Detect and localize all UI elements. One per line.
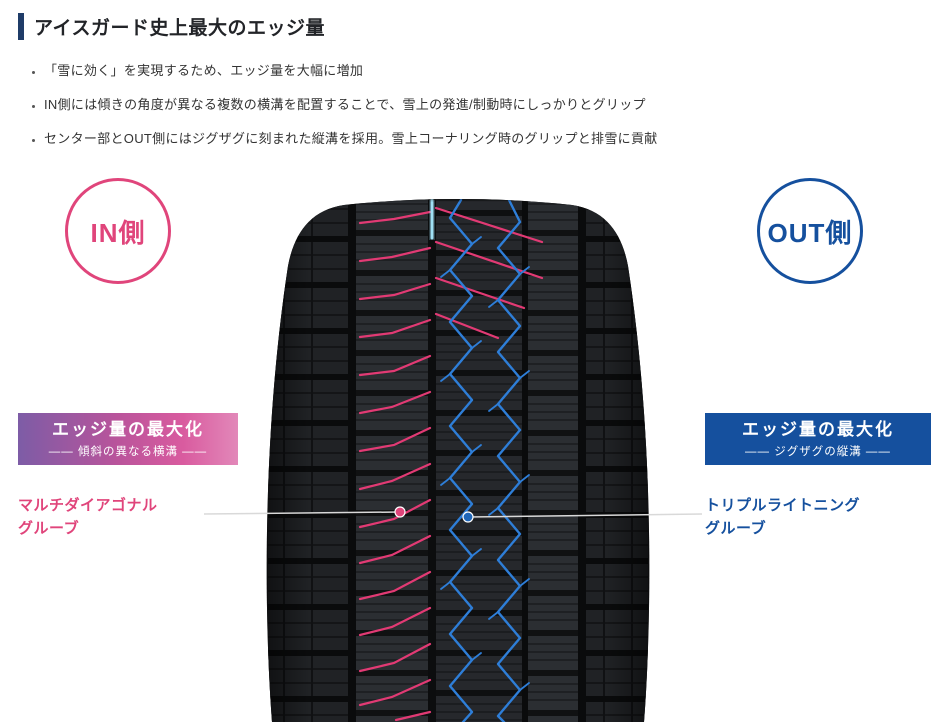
right-banner-subtitle: ―― ジグザグの縦溝 ―― bbox=[745, 446, 891, 459]
bullet-item: 「雪に効く」を実現するため、エッジ量を大幅に増加 bbox=[44, 60, 658, 79]
left-groove-name: マルチダイアゴナル グルーブ bbox=[18, 497, 158, 538]
left-banner-title: エッジ量の最大化 bbox=[52, 420, 204, 439]
bullet-item: IN側には傾きの角度が異なる複数の横溝を配置することで、雪上の発進/制動時にしっ… bbox=[44, 94, 658, 113]
in-side-circle: IN側 bbox=[65, 178, 171, 284]
in-side-label: IN側 bbox=[90, 217, 146, 248]
out-side-circle: OUT側 bbox=[757, 178, 863, 284]
right-banner-title: エッジ量の最大化 bbox=[742, 420, 894, 439]
tire-tread bbox=[266, 199, 650, 722]
feature-bullet-list: 「雪に効く」を実現するため、エッジ量を大幅に増加 IN側には傾きの角度が異なる複… bbox=[30, 60, 658, 162]
left-banner-subtitle: ―― 傾斜の異なる横溝 ―― bbox=[48, 446, 208, 459]
header-accent-bar bbox=[18, 13, 24, 40]
left-feature-banner: エッジ量の最大化 ―― 傾斜の異なる横溝 ―― bbox=[18, 413, 238, 465]
tire-tread-svg bbox=[266, 199, 650, 722]
right-feature-banner: エッジ量の最大化 ―― ジグザグの縦溝 ―― bbox=[705, 413, 931, 465]
tire-image bbox=[258, 196, 658, 722]
bullet-item: センター部とOUT側にはジグザグに刻まれた縦溝を採用。雪上コーナリング時のグリッ… bbox=[44, 128, 658, 147]
out-side-label: OUT側 bbox=[767, 217, 853, 248]
header: アイスガード史上最大のエッジ量 bbox=[18, 13, 325, 40]
right-groove-name: トリプルライトニング グルーブ bbox=[705, 497, 861, 538]
page-title: アイスガード史上最大のエッジ量 bbox=[34, 18, 325, 39]
